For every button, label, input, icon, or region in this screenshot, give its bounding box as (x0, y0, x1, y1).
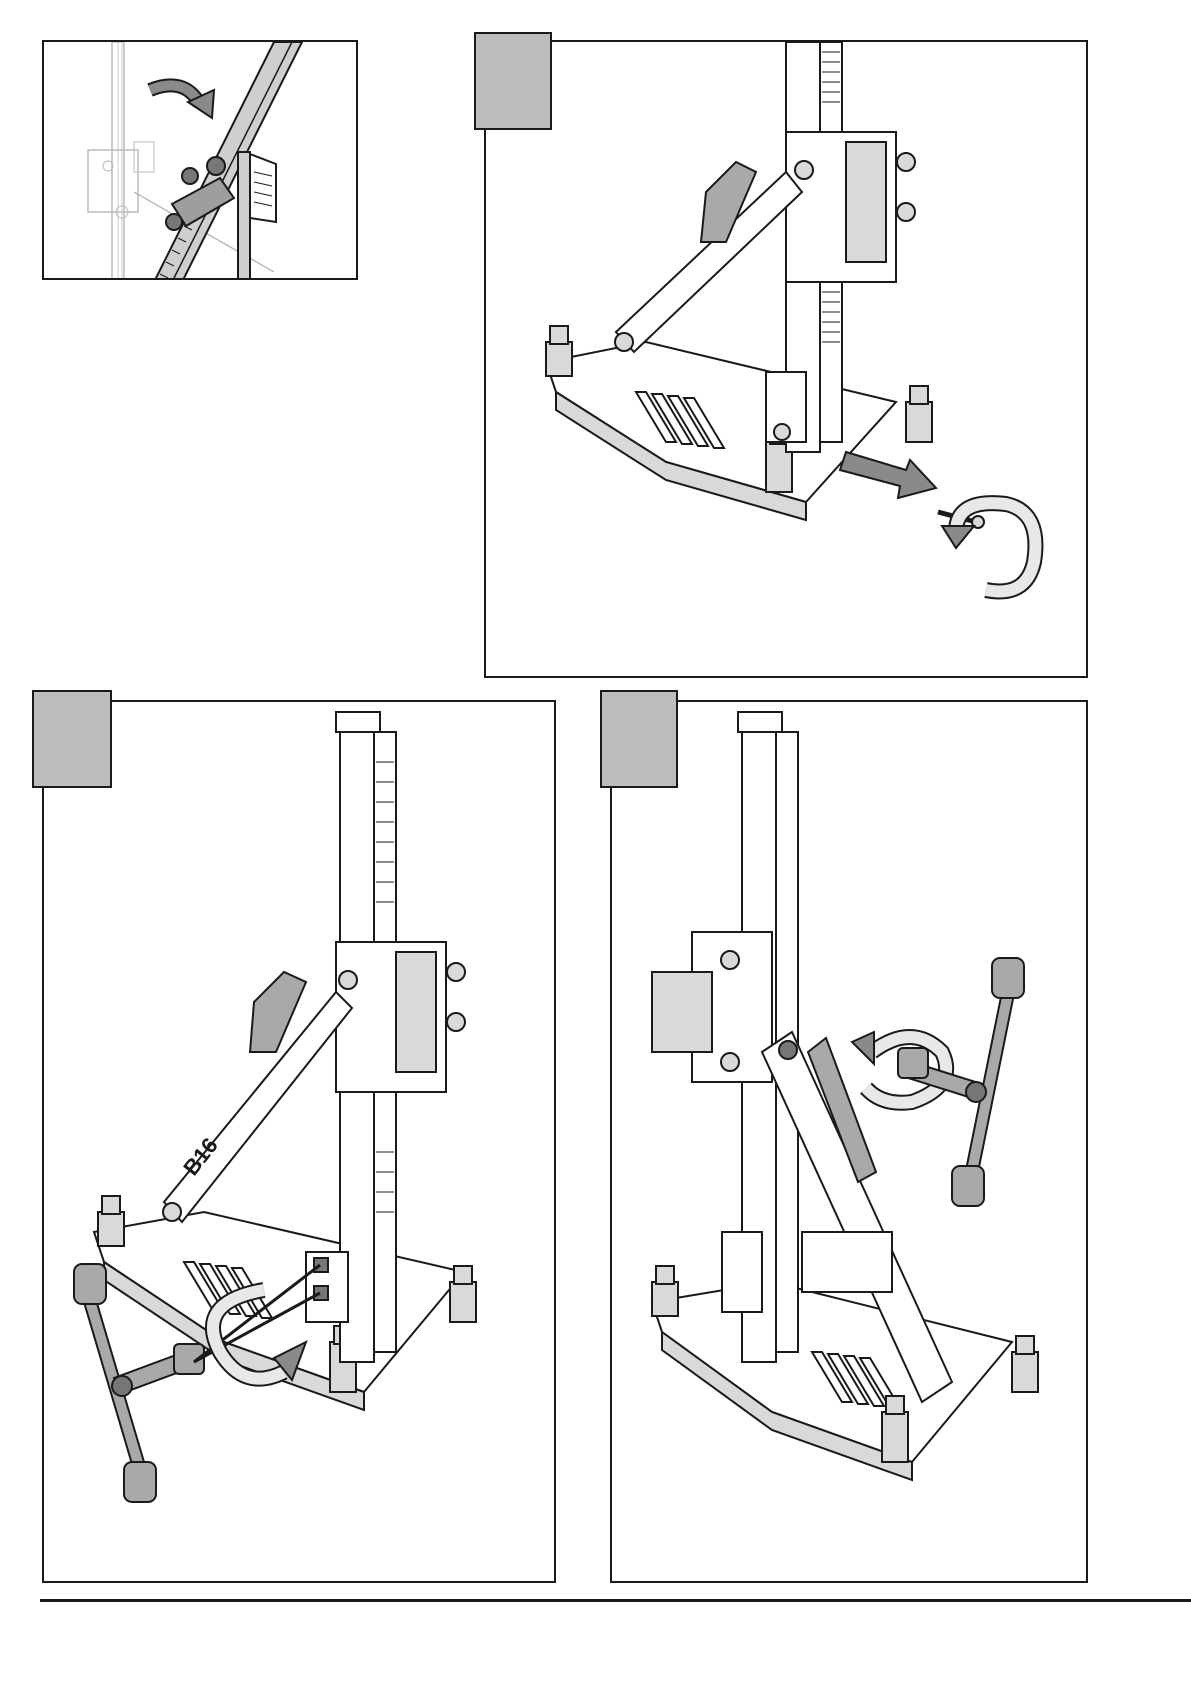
step-c-illustration (612, 702, 1088, 1583)
step-a-tab (474, 32, 552, 130)
detail-inset-panel (42, 40, 358, 280)
step-a-illustration (486, 42, 1088, 678)
step-c-panel (610, 700, 1088, 1583)
footer-rule (40, 1599, 1191, 1602)
step-c-tab (600, 690, 678, 788)
step-b-panel: B16 (42, 700, 556, 1583)
step-b-illustration: B16 (44, 702, 556, 1583)
detail-illustration (44, 42, 358, 280)
step-a-panel (484, 40, 1088, 678)
step-b-tab (32, 690, 112, 788)
